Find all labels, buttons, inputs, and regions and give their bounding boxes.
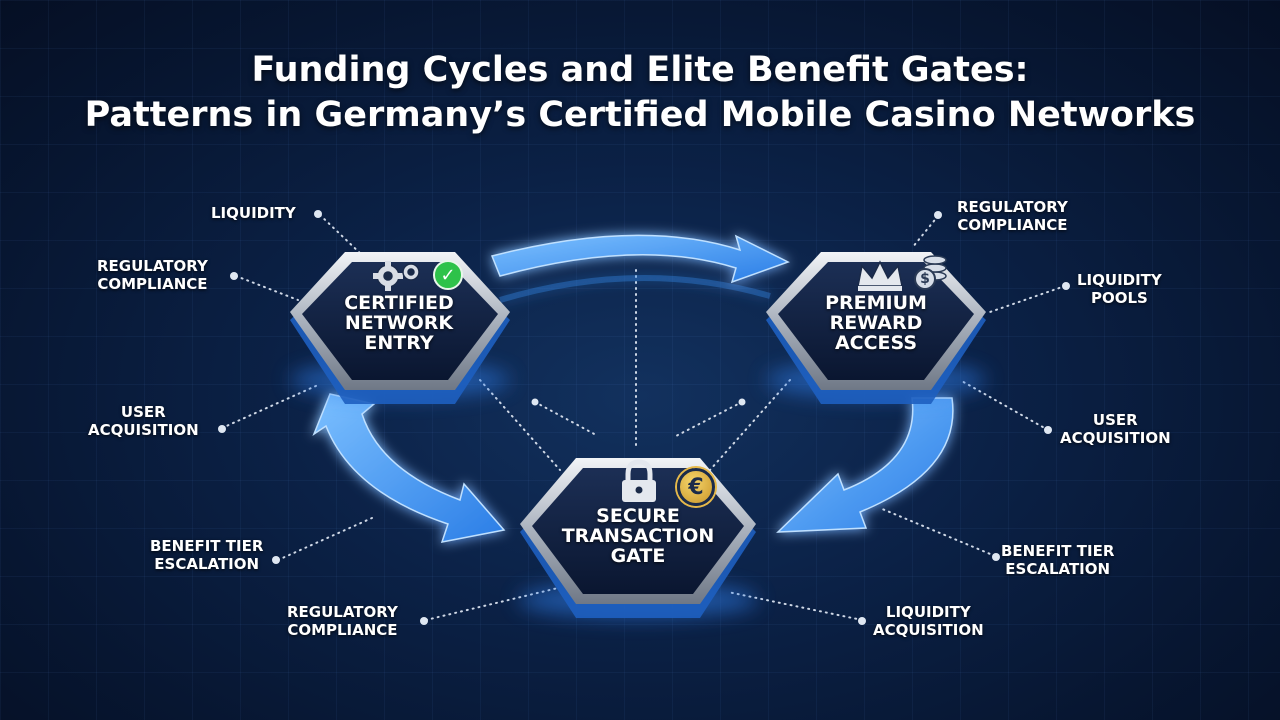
page-title-line-2: Patterns in Germany’s Certified Mobile C… [84, 95, 1196, 135]
node-certified-network-entry: CERTIFIED NETWORK ENTRY [299, 293, 499, 353]
connector-inner-left [534, 401, 599, 437]
annotation-line: ESCALATION [154, 555, 260, 573]
annotation-line: COMPLIANCE [287, 621, 398, 639]
arrow-left [312, 393, 506, 543]
dot [934, 211, 942, 219]
annotation-regulatory-compliance-bottom-left: REGULATORY COMPLIANCE [287, 603, 398, 639]
annotation-line: LIQUIDITY [885, 603, 971, 621]
connector-benefit-right [879, 507, 996, 557]
annotation-line: LIQUIDITY [1077, 271, 1162, 289]
hex-secure [520, 458, 756, 618]
node-label-line: ENTRY [364, 332, 434, 354]
connector-regulatory-top-right [911, 215, 939, 249]
annotation-line: REGULATORY [287, 603, 398, 621]
dot [272, 556, 280, 564]
check-icon: ✓ [433, 260, 463, 290]
node-label-line: TRANSACTION [561, 525, 715, 547]
annotation-line: COMPLIANCE [957, 216, 1068, 234]
dot [1044, 426, 1052, 434]
arrow-top [490, 234, 790, 284]
annotation-line: LIQUIDITY [211, 204, 296, 222]
annotation-liquidity-top-left: LIQUIDITY [211, 204, 296, 222]
annotation-line: BENEFIT TIER [1001, 542, 1115, 560]
node-label-line: PREMIUM [825, 292, 927, 314]
connector-center-left [479, 379, 561, 471]
dot [420, 617, 428, 625]
node-label-line: NETWORK [344, 312, 454, 334]
node-secure-transaction-gate: SECURE TRANSACTION GATE [538, 506, 738, 566]
connector-regulatory-left [235, 275, 299, 301]
annotation-user-acquisition-right: USER ACQUISITION [1060, 411, 1171, 447]
annotation-liquidity-pools-right: LIQUIDITY POOLS [1077, 271, 1162, 307]
annotation-line: USER [120, 403, 166, 421]
dot [992, 553, 1000, 561]
connector-liquidity-top-left [319, 214, 363, 256]
lock-icon [622, 459, 656, 502]
arrow-right [776, 397, 954, 533]
annotation-regulatory-compliance-top-right: REGULATORY COMPLIANCE [957, 198, 1068, 234]
dot [1062, 282, 1070, 290]
dot [218, 425, 226, 433]
annotation-line: REGULATORY [97, 257, 208, 275]
annotation-line: ACQUISITION [1060, 429, 1171, 447]
connector-user-acq-right [959, 379, 1049, 431]
annotation-line: BENEFIT TIER [150, 537, 264, 555]
arrow-top-shadow [499, 274, 771, 303]
connector-inner-right [675, 401, 743, 437]
dot [531, 398, 539, 406]
annotation-line: COMPLIANCE [97, 275, 208, 293]
annotation-line: ESCALATION [1005, 560, 1111, 578]
annotation-regulatory-compliance-left: REGULATORY COMPLIANCE [97, 257, 208, 293]
dot [738, 398, 746, 406]
annotation-liquidity-acquisition-bottom: LIQUIDITY ACQUISITION [873, 603, 984, 639]
node-label-line: ACCESS [834, 332, 918, 354]
dollar-coin-icon: $ [914, 268, 936, 290]
dot [858, 617, 866, 625]
connector-user-acq-left [221, 384, 319, 429]
gears-icon [373, 261, 420, 291]
node-label-line: CERTIFIED [344, 292, 454, 314]
crown-icon [857, 260, 903, 291]
node-premium-reward-access: PREMIUM REWARD ACCESS [776, 293, 976, 353]
connector-liquidity-pools-right [989, 285, 1066, 313]
annotation-line: POOLS [1090, 289, 1148, 307]
node-label-line: SECURE [596, 505, 680, 527]
annotation-benefit-tier-escalation-left: BENEFIT TIER ESCALATION [150, 537, 263, 573]
connector-benefit-left [277, 517, 373, 561]
annotation-line: ACQUISITION [88, 421, 199, 439]
connector-center-right [709, 379, 791, 471]
dot [314, 210, 322, 218]
annotation-user-acquisition-left: USER ACQUISITION [88, 403, 199, 439]
cycle-arrows [312, 234, 954, 543]
euro-coin-icon: € [677, 468, 715, 506]
connector-dots [218, 210, 1070, 625]
page-title-line-1: Funding Cycles and Elite Benefit Gates: [251, 50, 1029, 90]
hex-premium [766, 252, 986, 404]
annotation-line: ACQUISITION [873, 621, 984, 639]
annotation-line: USER [1092, 411, 1138, 429]
annotation-benefit-tier-escalation-right: BENEFIT TIER ESCALATION [1001, 542, 1114, 578]
annotation-line: REGULATORY [957, 198, 1068, 216]
dot [230, 272, 238, 280]
node-label-line: GATE [610, 545, 666, 567]
node-label-line: REWARD [829, 312, 923, 334]
